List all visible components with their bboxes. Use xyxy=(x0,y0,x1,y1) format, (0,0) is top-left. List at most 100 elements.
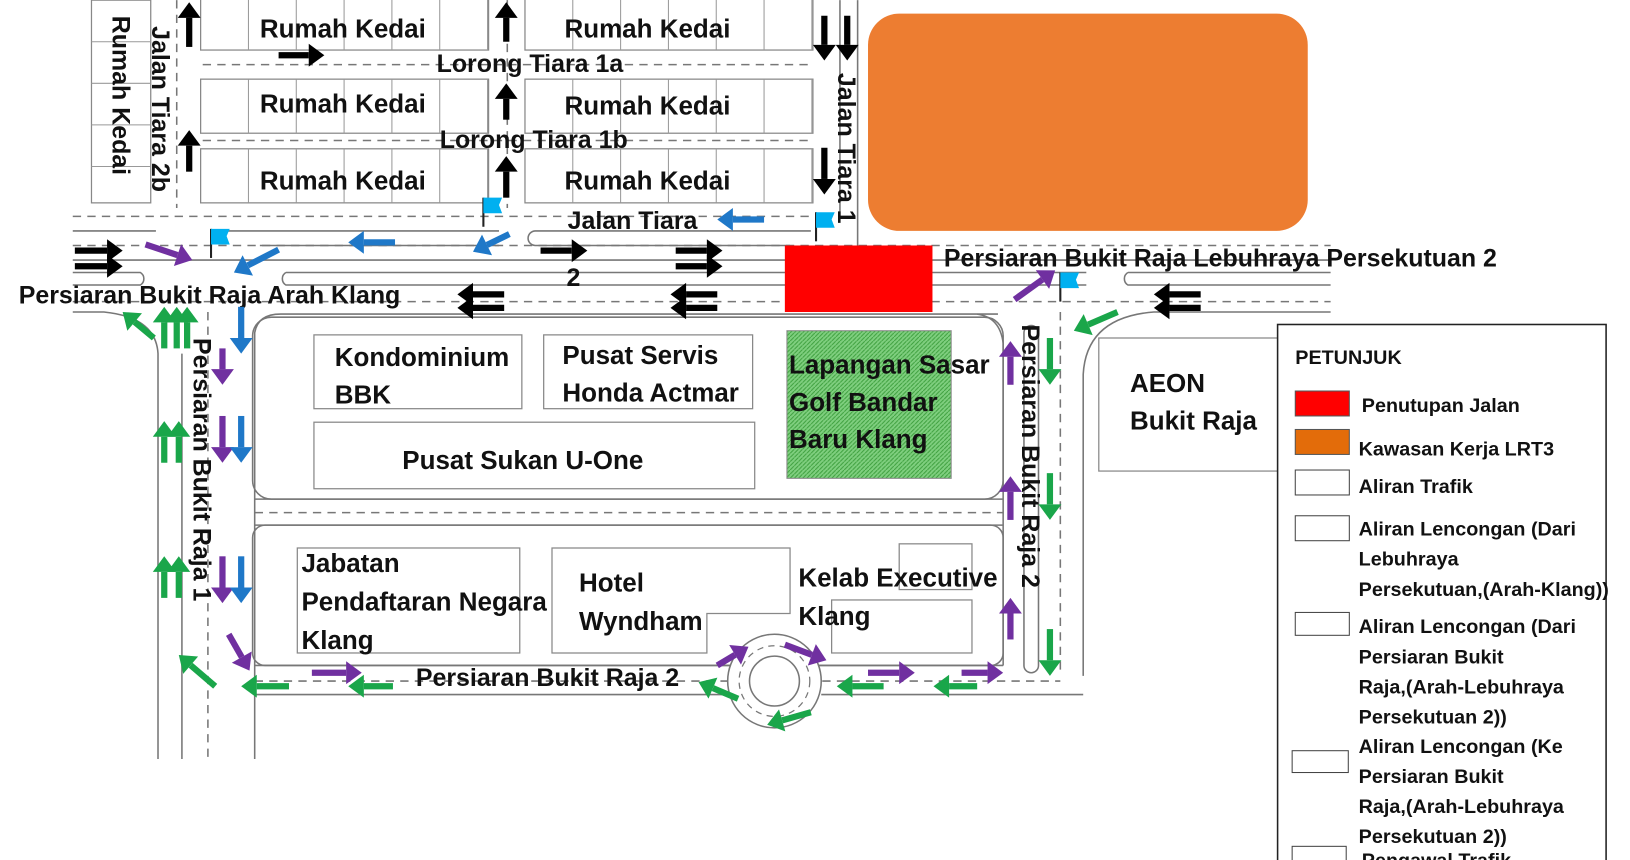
legend: PETUNJUK Penutupan Jalan Kawasan Kerja L… xyxy=(1276,323,1609,860)
green-arrow-icon xyxy=(152,556,176,598)
legend-closure: Penutupan Jalan xyxy=(1362,395,1520,417)
green-arrow-icon xyxy=(933,674,978,698)
purple-arrow-icon xyxy=(783,641,827,666)
green-arrow-icon xyxy=(1038,629,1062,676)
purple-arrow-icon xyxy=(961,661,1004,685)
green-arrow-icon xyxy=(1073,309,1119,336)
green-arrow-icon xyxy=(175,306,199,349)
green-arrow-icon xyxy=(1038,338,1062,385)
purple-arrow-icon xyxy=(144,241,193,266)
road-label-jalan-tiara: Jalan Tiara xyxy=(568,207,699,235)
purple-arrow-icon xyxy=(715,644,749,669)
traffic-arrow-icon xyxy=(675,254,723,278)
shop-label: Rumah Kedai xyxy=(260,165,426,195)
green-arrow-icon xyxy=(241,674,289,698)
blue-arrow-icon xyxy=(348,230,396,254)
traffic-arrow-icon xyxy=(74,254,123,278)
road-label-jalan-tiara-2b: Jalan Tiara 2b xyxy=(146,26,174,192)
legend-purple-4: Persekutuan 2)) xyxy=(1359,707,1507,729)
purple-arrow-icon xyxy=(1012,270,1056,303)
traffic-arrow-icon xyxy=(812,15,836,61)
traffic-arrow-icon xyxy=(278,43,325,67)
legend-purple-3: Raja,(Arah-Lebuhraya xyxy=(1359,677,1565,699)
road-network xyxy=(72,0,1331,760)
shop-label: Rumah Kedai xyxy=(260,88,426,118)
building-golf: Lapangan Sasar xyxy=(789,349,990,379)
traffic-arrow-icon xyxy=(812,147,836,195)
blue-arrow-icon xyxy=(229,556,253,604)
building-golf-line2: Golf Bandar xyxy=(789,387,938,417)
legend-blue-3: Raja,(Arah-Lebuhraya xyxy=(1359,796,1565,818)
legend-green-3: Persekutuan,(Arah-Klang)) xyxy=(1359,579,1609,601)
green-arrow-icon xyxy=(152,421,176,463)
flag-icon xyxy=(1059,272,1080,302)
building-hotel: Hotel xyxy=(579,568,644,598)
legend-warden: Pengawal Trafik xyxy=(1362,850,1511,860)
purple-arrow-icon xyxy=(998,476,1022,520)
building-kelab: Kelab Executive xyxy=(798,562,997,592)
building-aeon-line2: Bukit Raja xyxy=(1130,405,1258,435)
green-arrow-icon xyxy=(836,674,884,698)
building-aeon: AEON xyxy=(1130,368,1205,398)
road-closure xyxy=(784,245,933,313)
blue-arrow-icon xyxy=(229,306,253,354)
traffic-arrow-icon xyxy=(1153,296,1201,320)
traffic-arrow-icon xyxy=(835,15,859,61)
road-label-pbr-lebuhraya: Persiaran Bukit Raja Lebuhraya Persekutu… xyxy=(944,244,1497,272)
building-honda: Pusat Servis xyxy=(562,340,718,370)
purple-arrow-icon xyxy=(211,556,234,604)
building-jpn: Jabatan xyxy=(301,548,399,578)
road-label-pbr-klang: Persiaran Bukit Raja Arah Klang xyxy=(19,282,401,310)
traffic-arrow-icon xyxy=(494,2,518,42)
shop-label: Rumah Kedai xyxy=(564,14,730,44)
road-label-lorong-tiara-1b: Lorong Tiara 1b xyxy=(440,126,628,154)
traffic-arrow-icon xyxy=(177,2,201,47)
green-arrow-icon xyxy=(698,677,740,702)
blue-arrow-icon xyxy=(717,208,765,231)
legend-blue-4: Persekutuan 2)) xyxy=(1359,826,1507,848)
road-label-lorong-tiara-1a: Lorong Tiara 1a xyxy=(437,50,625,78)
green-arrow-icon xyxy=(178,655,218,689)
purple-arrow-icon xyxy=(225,632,252,671)
legend-green-1: Aliran Lencongan (Dari xyxy=(1359,519,1576,541)
traffic-arrow-icon xyxy=(670,296,718,320)
shop-label: Rumah Kedai xyxy=(106,16,134,175)
purple-arrow-icon xyxy=(211,415,234,463)
building-hotel-line2: Wyndham xyxy=(579,606,703,636)
traffic-arrow-icon xyxy=(494,83,518,120)
legend-lrt: Kawasan Kerja LRT3 xyxy=(1359,438,1554,460)
purple-arrow-icon xyxy=(211,348,234,385)
green-arrow-icon xyxy=(167,556,191,598)
legend-blue-2: Persiaran Bukit xyxy=(1359,766,1504,788)
purple-arrow-icon xyxy=(998,597,1022,640)
traffic-arrow-icon xyxy=(540,239,588,263)
green-arrow-icon xyxy=(1038,473,1062,520)
building-honda-line2: Honda Actmar xyxy=(562,377,739,407)
buildings xyxy=(296,330,1290,654)
traffic-arrow-icon xyxy=(177,130,201,172)
blue-arrow-icon xyxy=(229,415,253,463)
legend-green-2: Lebuhraya xyxy=(1359,549,1460,571)
road-label-jalan-tiara-1: Jalan Tiara 1 xyxy=(832,73,860,224)
green-arrow-icon xyxy=(348,674,393,698)
legend-title: PETUNJUK xyxy=(1295,347,1402,369)
traffic-arrow-icon xyxy=(494,156,518,198)
traffic-arrow-icon xyxy=(457,296,505,320)
green-arrow-icon xyxy=(122,312,156,341)
purple-arrow-icon xyxy=(311,661,362,685)
traffic-arrows xyxy=(74,2,1342,768)
flag-icon xyxy=(814,212,835,242)
lane-mark: 2 xyxy=(567,264,581,292)
blue-arrow-icon xyxy=(233,246,281,276)
flag-icon xyxy=(209,228,230,258)
shop-label: Rumah Kedai xyxy=(564,90,730,120)
building-sukan: Pusat Sukan U-One xyxy=(402,445,643,475)
purple-arrow-icon xyxy=(998,341,1022,385)
shop-blocks xyxy=(90,0,814,204)
building-kondo-line2: BBK xyxy=(335,379,392,409)
traffic-arrow-icon xyxy=(675,239,723,263)
legend-blue-1: Aliran Lencongan (Ke xyxy=(1359,736,1563,758)
green-arrow-icon xyxy=(167,421,191,463)
legend-purple-2: Persiaran Bukit xyxy=(1359,646,1504,668)
